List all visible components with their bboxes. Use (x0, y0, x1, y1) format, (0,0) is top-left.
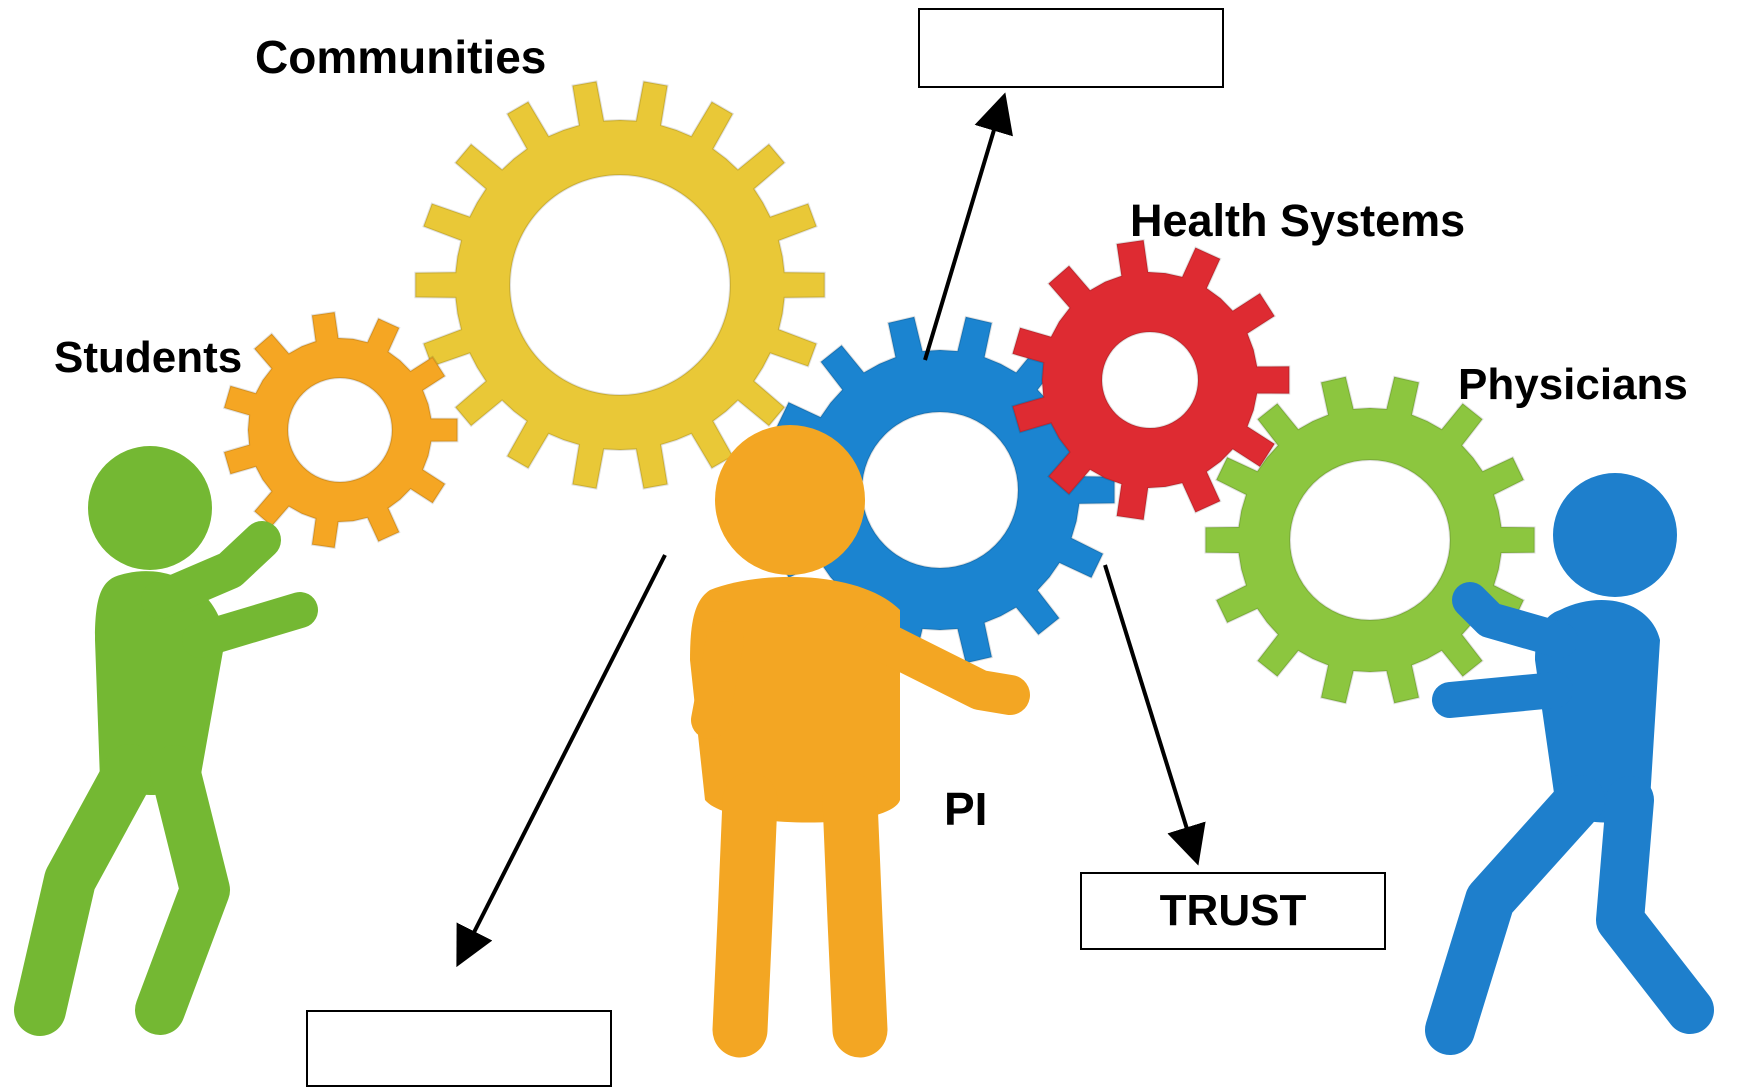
label-students: Students (54, 333, 243, 382)
orange-person-figure-icon (690, 425, 1030, 1058)
label-pi: PI (944, 783, 988, 835)
arrow-to-top-box (923, 92, 1013, 361)
label-communities: Communities (255, 31, 547, 83)
red-gear-icon (1011, 238, 1291, 522)
arrow-to-trust-box (1103, 564, 1206, 866)
label-physicians: Physicians (1458, 360, 1688, 409)
orange-gear-icon (222, 310, 459, 550)
green-gear-icon (1204, 375, 1536, 705)
bottom-left-box (306, 1010, 612, 1087)
top-box (918, 8, 1224, 88)
blue-person-figure-icon (1425, 473, 1714, 1055)
label-health-systems: Health Systems (1130, 195, 1466, 246)
trust-box: TRUST (1080, 872, 1386, 950)
yellow-gear-icon (414, 80, 826, 490)
arrow-to-bottom-left-box (456, 554, 667, 968)
green-person-figure-icon (14, 446, 318, 1036)
